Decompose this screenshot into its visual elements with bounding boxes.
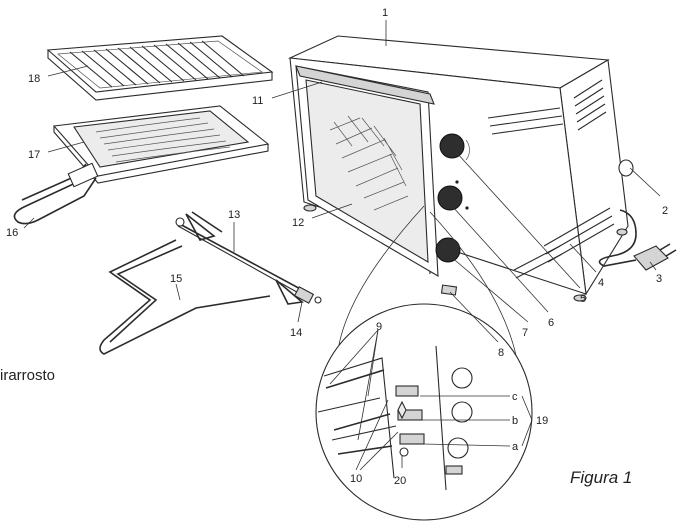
door-glass-pattern	[329, 115, 409, 211]
callout-20: 20	[394, 475, 406, 487]
knob-temperature	[439, 133, 470, 161]
callout-9: 9	[376, 321, 382, 333]
indicator-light	[440, 284, 458, 296]
knob-function	[437, 180, 469, 211]
side-label: irarrosto	[0, 367, 56, 384]
callout-13: 13	[228, 209, 240, 221]
callout-3: 3	[656, 273, 662, 285]
callout-2: 2	[662, 205, 668, 217]
power-plug	[633, 243, 677, 271]
rotisserie-support	[99, 239, 271, 355]
callout-5: 5	[580, 293, 586, 305]
rotisserie-spit	[175, 211, 322, 305]
callout-19: 19	[536, 415, 548, 427]
callout-12: 12	[292, 217, 304, 229]
detail-magnifier	[315, 205, 533, 521]
callout-11: 11	[252, 95, 263, 107]
tray-handle	[13, 162, 99, 225]
callout-6: 6	[548, 317, 554, 329]
callout-16: 16	[6, 227, 18, 239]
callout-b: b	[512, 415, 518, 427]
callout-17: 17	[28, 149, 40, 161]
callout-numbers: 1 2 3 4 5 6 7 8 9 10 11 12 13 14 15 16 1…	[6, 7, 668, 487]
door-handle	[295, 65, 435, 105]
figure-caption: Figura 1	[570, 468, 633, 487]
callout-c: c	[512, 391, 518, 403]
baking-tray	[52, 105, 270, 184]
oven-door	[295, 65, 439, 277]
callout-7: 7	[522, 327, 528, 339]
callout-10: 10	[350, 473, 362, 485]
leader-lines	[23, 20, 661, 471]
callout-a: a	[512, 441, 519, 453]
callout-15: 15	[170, 273, 182, 285]
callout-1: 1	[382, 7, 388, 19]
callout-4: 4	[598, 277, 604, 289]
callout-18: 18	[28, 73, 40, 85]
callout-14: 14	[290, 327, 302, 339]
power-cord	[598, 159, 637, 267]
callout-8: 8	[498, 347, 504, 359]
wire-rack	[46, 35, 274, 101]
knob-timer	[435, 237, 461, 263]
